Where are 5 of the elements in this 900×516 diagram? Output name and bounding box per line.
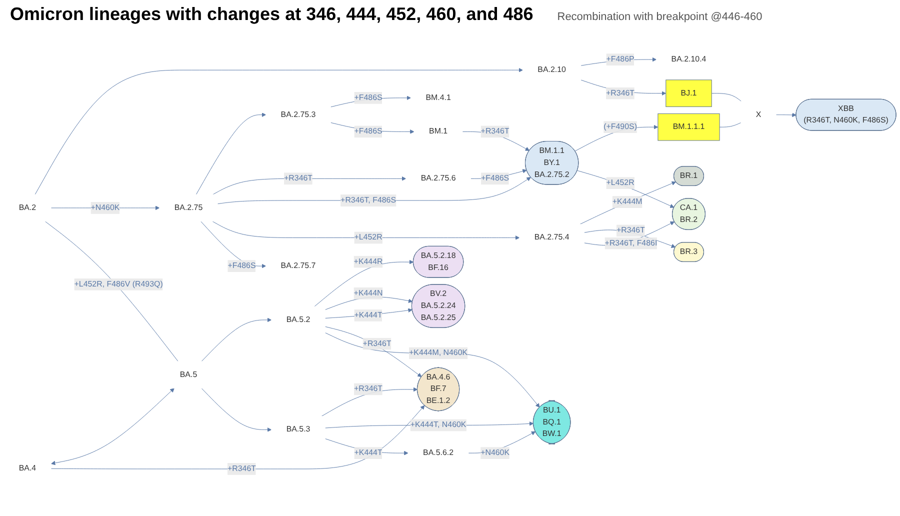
connector xyxy=(711,93,742,102)
note-text: Recombination with breakpoint @446-460 xyxy=(557,11,762,23)
connector xyxy=(44,221,178,362)
diagram-title: Omicron lineages with changes at 346, 444, 452, 460, and 486 xyxy=(10,4,534,25)
connector xyxy=(719,122,742,128)
